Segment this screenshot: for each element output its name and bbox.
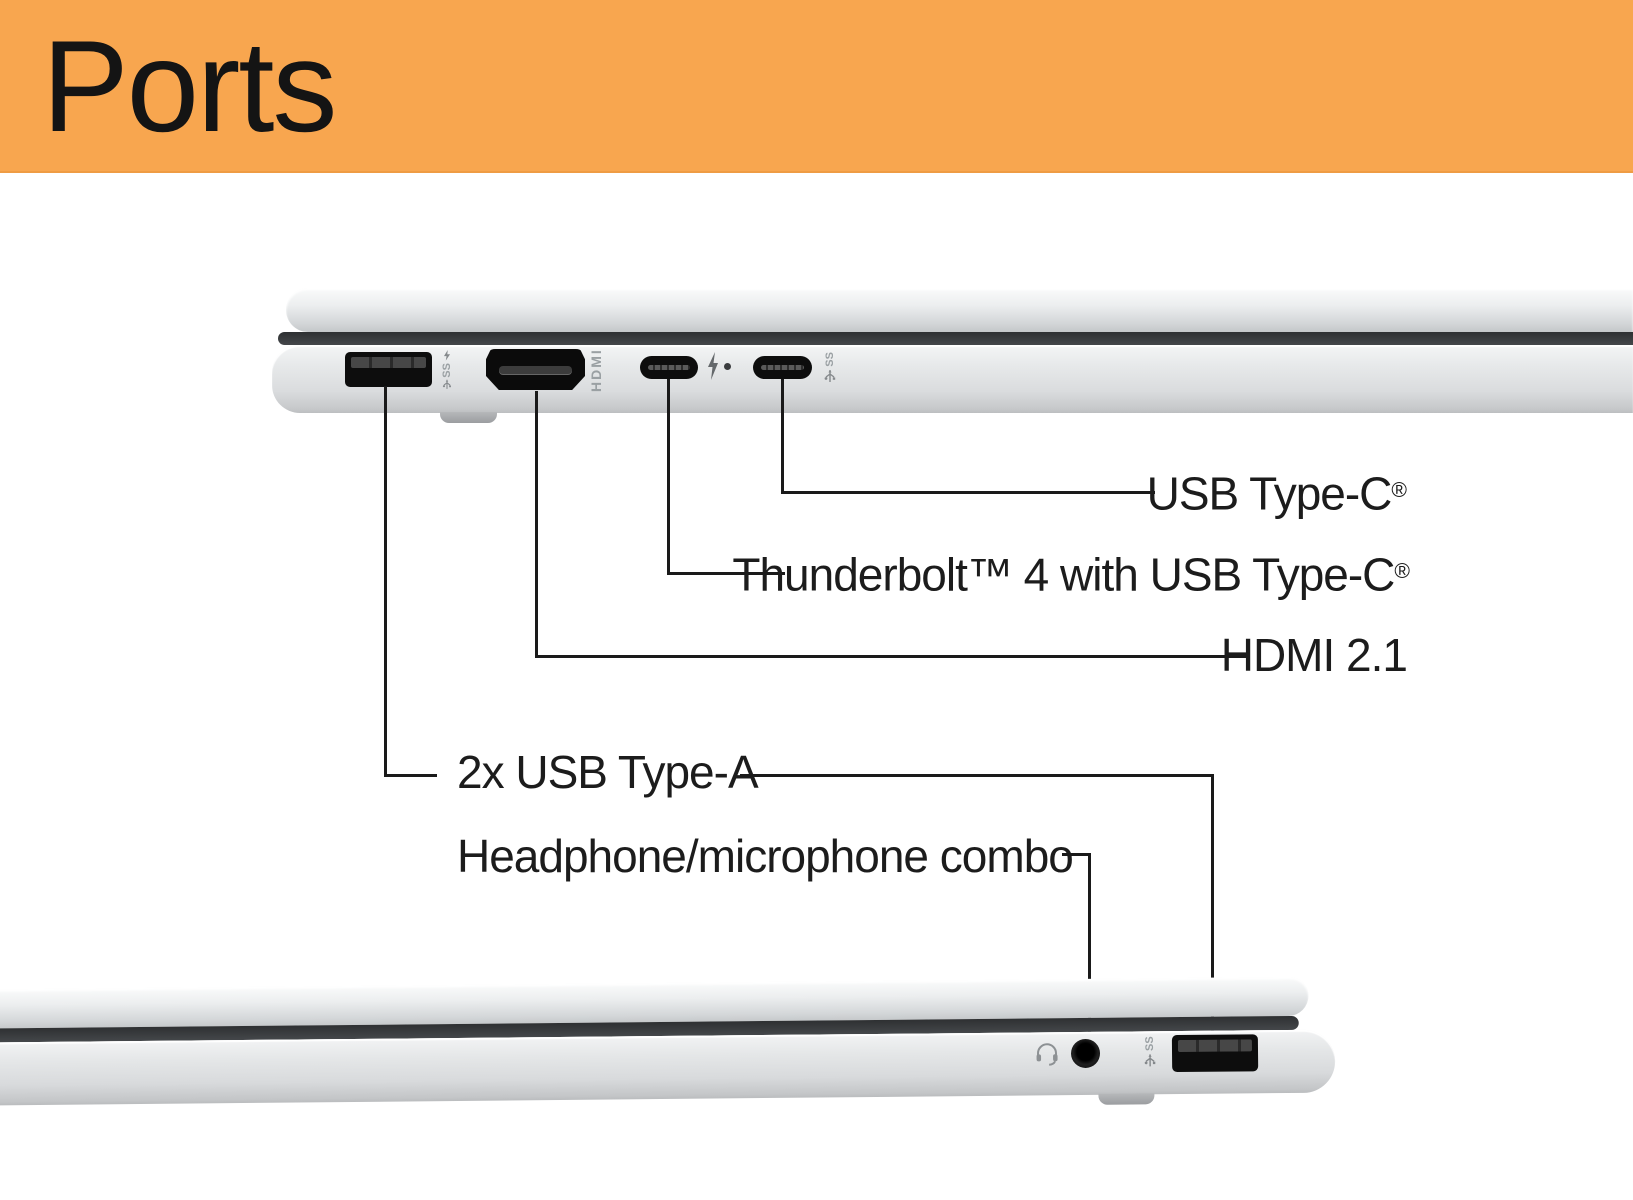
- laptop-right-side-view: SS: [0, 976, 1336, 1130]
- callout-line-headphone-horizontal: [1062, 853, 1091, 856]
- laptop-base: [272, 345, 1633, 413]
- callout-line-hdmi-horizontal: [535, 655, 1250, 658]
- usb-superspeed-icon: SS: [1140, 1036, 1160, 1070]
- header-banner: Ports: [0, 0, 1633, 173]
- lightning-icon: [443, 350, 451, 361]
- label-hdmi: HDMI 2.1: [1220, 629, 1408, 681]
- callout-line-headphone-vertical: [1088, 853, 1091, 1047]
- callout-line-usb-a-horizontal1: [384, 774, 437, 777]
- callout-line-usb-c-horizontal: [781, 491, 1155, 494]
- thunderbolt-usb-c-port: [640, 356, 698, 379]
- superspeed-mark: SS: [824, 352, 836, 367]
- label-headphone-combo: Headphone/microphone combo: [457, 830, 1074, 882]
- headset-icon: [1036, 1043, 1058, 1066]
- callout-line-thunderbolt-horizontal: [667, 572, 785, 575]
- usb-c-pins: [761, 365, 804, 370]
- usb-a-port: [1171, 1034, 1259, 1073]
- usb-a-tongue: [351, 356, 426, 369]
- superspeed-mark: SS: [441, 362, 453, 378]
- hdmi-port: [486, 349, 585, 390]
- hdmi-engraving: HDMI: [588, 348, 604, 392]
- callout-line-usb-a-vertical: [384, 386, 387, 777]
- laptop-hinge-gap: [278, 332, 1633, 345]
- usb-trident-icon: [442, 380, 451, 390]
- superspeed-mark: SS: [1143, 1036, 1157, 1052]
- headphone-jack-port: [1070, 1038, 1101, 1069]
- callout-line-thunderbolt-vertical: [667, 379, 670, 575]
- thunderbolt-icon: [708, 352, 718, 380]
- hdmi-slot: [498, 366, 573, 375]
- usb-c-pins: [648, 365, 690, 370]
- callout-line-usb-c-vertical: [781, 379, 784, 494]
- laptop-left-side-view: SS HDMI SS: [272, 286, 1633, 431]
- usb-a-tongue: [1177, 1039, 1252, 1053]
- usb-trident-icon: [824, 369, 836, 382]
- power-led-dot: [724, 363, 731, 370]
- usb-a-port: [345, 352, 432, 387]
- rubber-foot: [1098, 1093, 1155, 1105]
- label-usb-type-c: USB Type-C®: [1146, 467, 1407, 520]
- label-usb-type-a: 2x USB Type-A: [457, 746, 759, 798]
- callout-line-usb-a-vertical2: [1211, 774, 1214, 1042]
- laptop-lid: [286, 288, 1633, 332]
- usb-superspeed-charging-icon: SS: [436, 350, 458, 390]
- callout-line-hdmi-vertical: [535, 391, 538, 658]
- usb-trident-icon: [1144, 1054, 1156, 1067]
- rubber-foot: [440, 412, 497, 423]
- usb-c-port: [753, 356, 812, 379]
- page-title: Ports: [42, 12, 337, 159]
- usb-superspeed-icon: SS: [820, 352, 840, 386]
- label-thunderbolt: Thunderbolt™ 4 with USB Type-C®: [732, 548, 1410, 601]
- callout-line-usb-a-horizontal2: [740, 774, 1214, 777]
